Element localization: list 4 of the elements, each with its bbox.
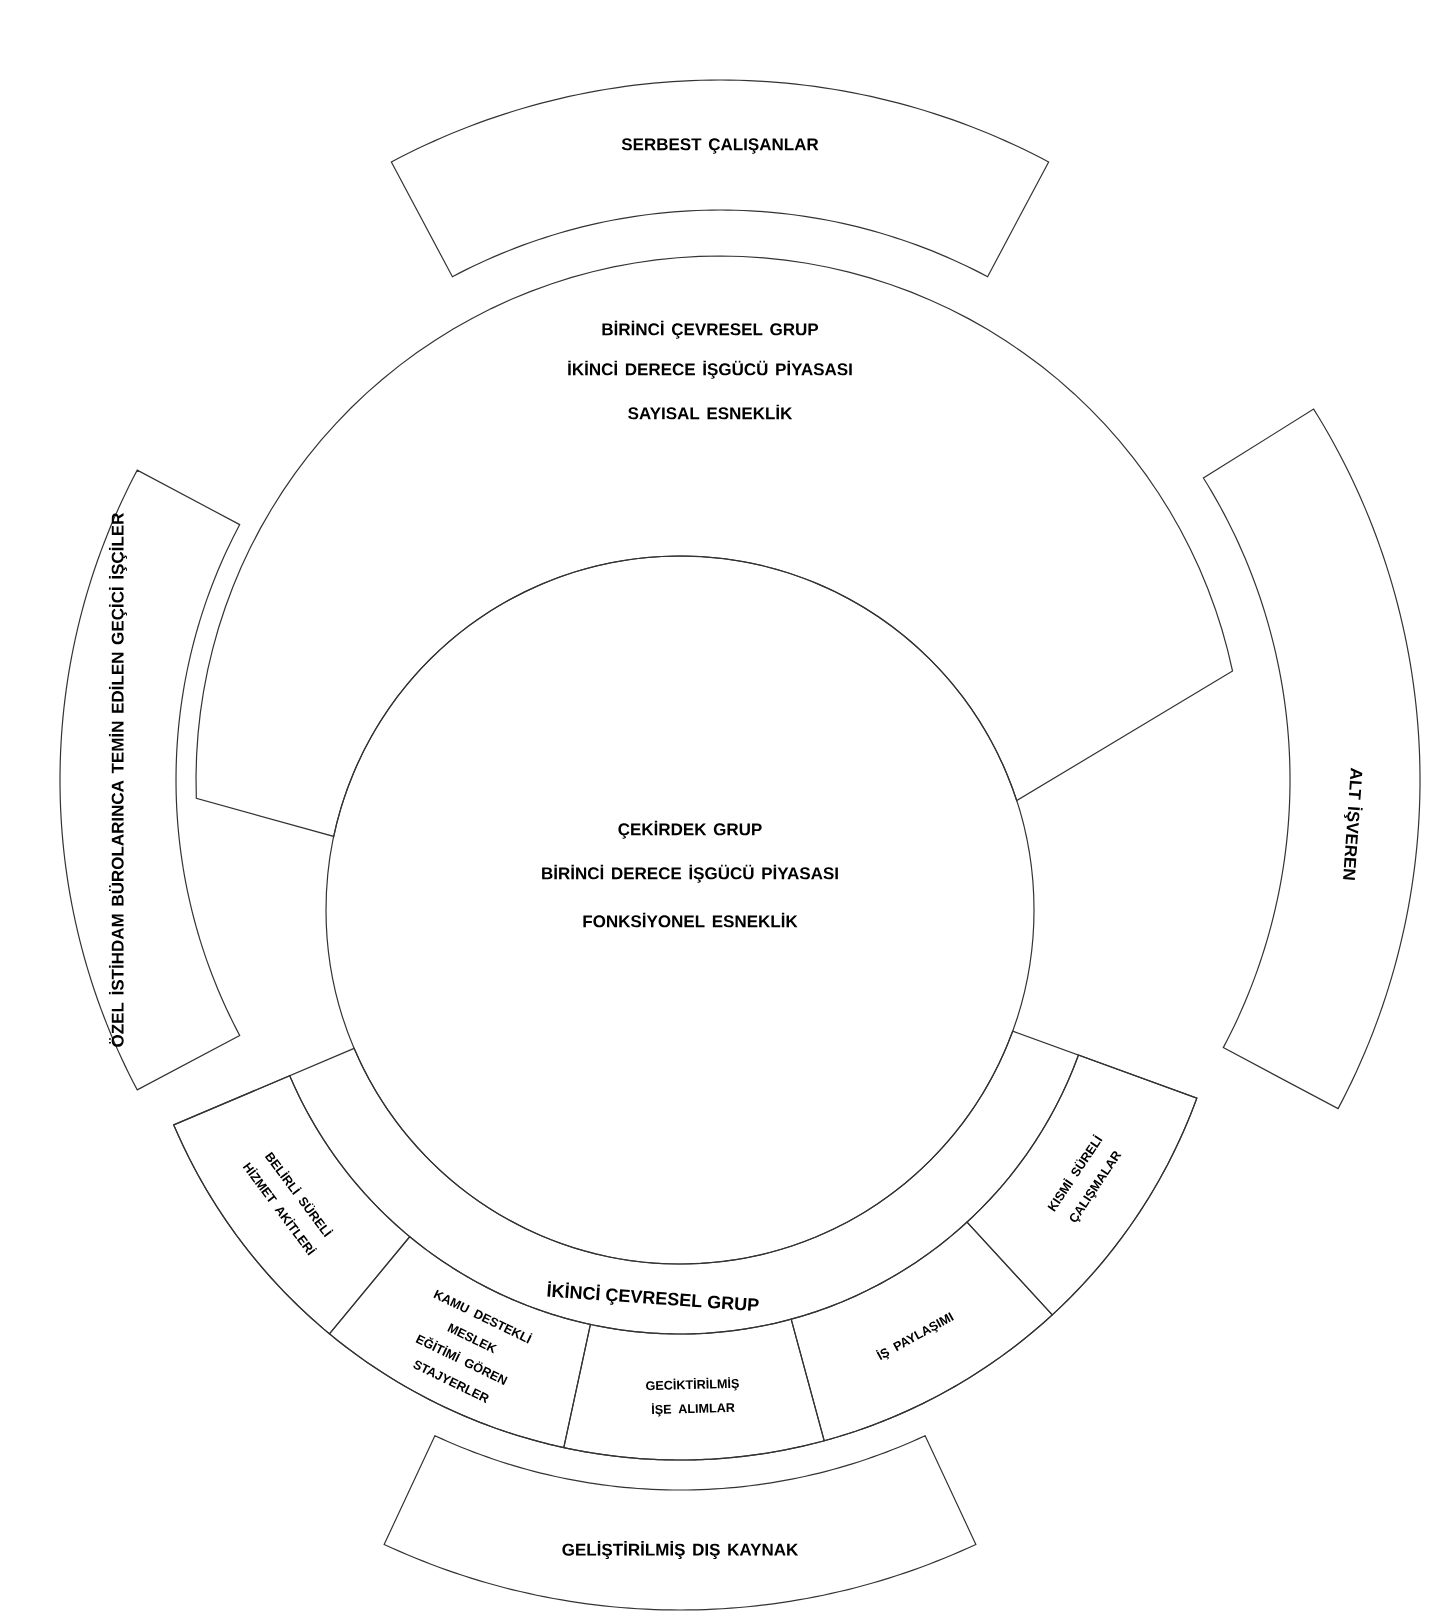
outer-band: GELİŞTİRİLMİŞ DIŞ KAYNAK — [383, 1434, 977, 1611]
outer-band: ÖZEL İSTİHDAM BÜROLARINCA TEMİN EDİLEN GEÇİCİ İŞÇİLER — [59, 469, 241, 1091]
outer-band: ALT İŞVEREN — [1202, 408, 1421, 1110]
outer-band: SERBEST ÇALIŞANLAR — [390, 79, 1050, 278]
